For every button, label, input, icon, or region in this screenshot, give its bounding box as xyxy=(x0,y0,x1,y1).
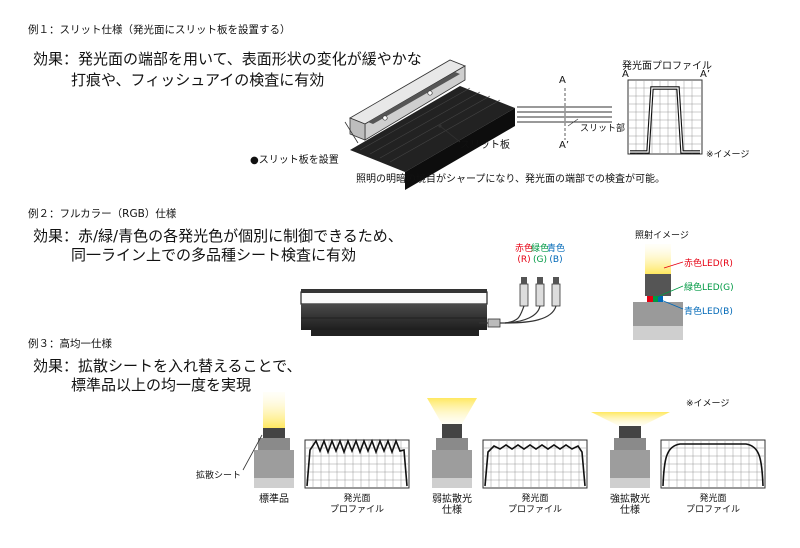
example1-caption: 照明の明暗の境目がシャープになり、発光面の端部での検査が可能。 xyxy=(356,174,665,185)
example1-effect-line1: 効果：発光面の端部を用いて、表面形状の変化が緩やかな xyxy=(33,50,422,68)
rgb-light-bar xyxy=(300,289,488,336)
variant-label-weak: 弱拡散光仕様 xyxy=(432,494,472,516)
example3-effect-line1: 効果：拡散シートを入れ替えることで、 xyxy=(33,357,302,375)
example1-title: 例１：スリット仕様（発光面にスリット板を設置する） xyxy=(28,24,291,36)
strong-diffusion-light-unit xyxy=(591,412,670,488)
example3-effect-line2: 標準品以上の均一度を実現 xyxy=(71,376,252,394)
example2-effect-line2: 同一ライン上での多品種シート検査に有効 xyxy=(71,246,357,264)
cable-label-red: 赤色(R) xyxy=(514,244,533,265)
slit-plate-bullet: ●スリット板を設置 xyxy=(250,155,339,166)
slit-light-bar xyxy=(344,59,515,190)
green-led-label: 緑色LED(G) xyxy=(684,283,734,293)
example1-effect-line2: 打痕や、フィッシュアイの検査に有効 xyxy=(71,71,325,89)
red-led xyxy=(647,296,653,302)
blue-led-label: 青色LED(B) xyxy=(684,307,733,317)
diffuser-sheet-label: 拡散シート xyxy=(196,471,242,481)
profile-chart-weak xyxy=(482,439,588,489)
profile-chart-standard xyxy=(304,438,410,489)
profile-caption-weak: 発光面プロファイル xyxy=(507,494,562,515)
profile-a-prime-label: A’ xyxy=(700,69,711,80)
green-led xyxy=(653,296,658,302)
standard-light-unit xyxy=(254,392,294,488)
rgb-connectors xyxy=(519,277,561,307)
example2-title: 例２：フルカラー（RGB）仕様 xyxy=(28,208,177,220)
variant-label-strong: 強拡散光仕様 xyxy=(610,494,650,516)
weak-diffusion-light-unit xyxy=(427,398,477,488)
irradiation-title: 照射イメージ xyxy=(635,231,689,241)
slit-cross-section xyxy=(517,88,612,140)
blue-led xyxy=(658,296,663,302)
point-a-prime-label: A’ xyxy=(559,140,570,151)
example3-title: 例３：高均一仕様 xyxy=(28,338,112,350)
red-led-label: 赤色LED(R) xyxy=(684,259,733,269)
slit-part-label: スリット部 xyxy=(580,124,626,134)
profile-title-ex1: 発光面プロファイル xyxy=(622,61,712,72)
irradiation-diagram xyxy=(633,244,684,340)
profile-caption-strong: 発光面プロファイル xyxy=(685,494,740,515)
slit-plate-label: スリット板 xyxy=(460,140,510,151)
profile-chart-strong xyxy=(660,439,766,489)
note-ex3: ※イメージ xyxy=(686,399,730,409)
cable-label-green: 緑色(G) xyxy=(530,244,549,265)
cable-label-blue: 青色(B) xyxy=(546,244,565,265)
example2-effect-line1: 効果：赤/緑/青色の各発光色が個別に制御できるため、 xyxy=(33,227,403,245)
point-a-label: A xyxy=(559,75,566,86)
profile-a-label: A xyxy=(622,69,629,80)
profile-chart-ex1 xyxy=(627,79,703,155)
rgb-cables xyxy=(479,305,557,328)
variant-label-standard: 標準品 xyxy=(259,494,289,505)
note-ex1: ※イメージ xyxy=(706,150,750,160)
profile-caption-standard: 発光面プロファイル xyxy=(329,494,384,515)
